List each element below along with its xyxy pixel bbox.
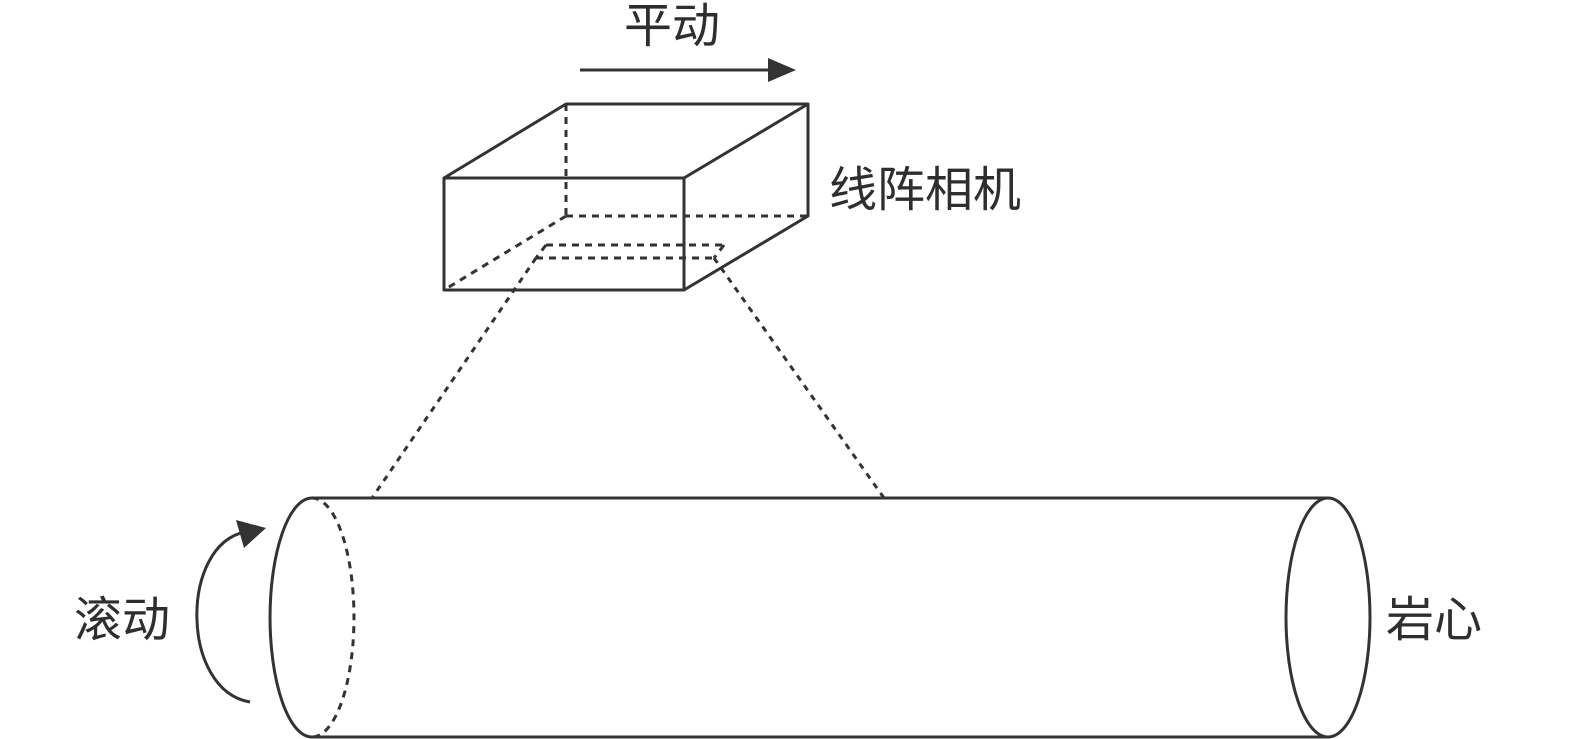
camera-hidden-edges	[443, 104, 808, 292]
camera-front-face	[442, 176, 686, 292]
core-label: 岩心	[1386, 592, 1483, 648]
core-left-end-back	[311, 496, 356, 739]
core-left-end-front	[268, 496, 313, 739]
roll-label: 滚动	[74, 592, 171, 648]
line-scan-camera	[442, 102, 810, 292]
camera-lens-slit	[534, 243, 726, 260]
camera-right-face	[683, 104, 810, 292]
camera-top-face	[443, 102, 810, 180]
field-of-view-lines	[370, 257, 886, 499]
roll-arrow	[195, 520, 266, 704]
rock-core-cylinder	[268, 496, 1372, 739]
translate-arrow	[580, 58, 796, 82]
core-right-end	[1284, 496, 1372, 739]
translate-label: 平动	[624, 0, 721, 54]
camera-label: 线阵相机	[829, 162, 1022, 218]
